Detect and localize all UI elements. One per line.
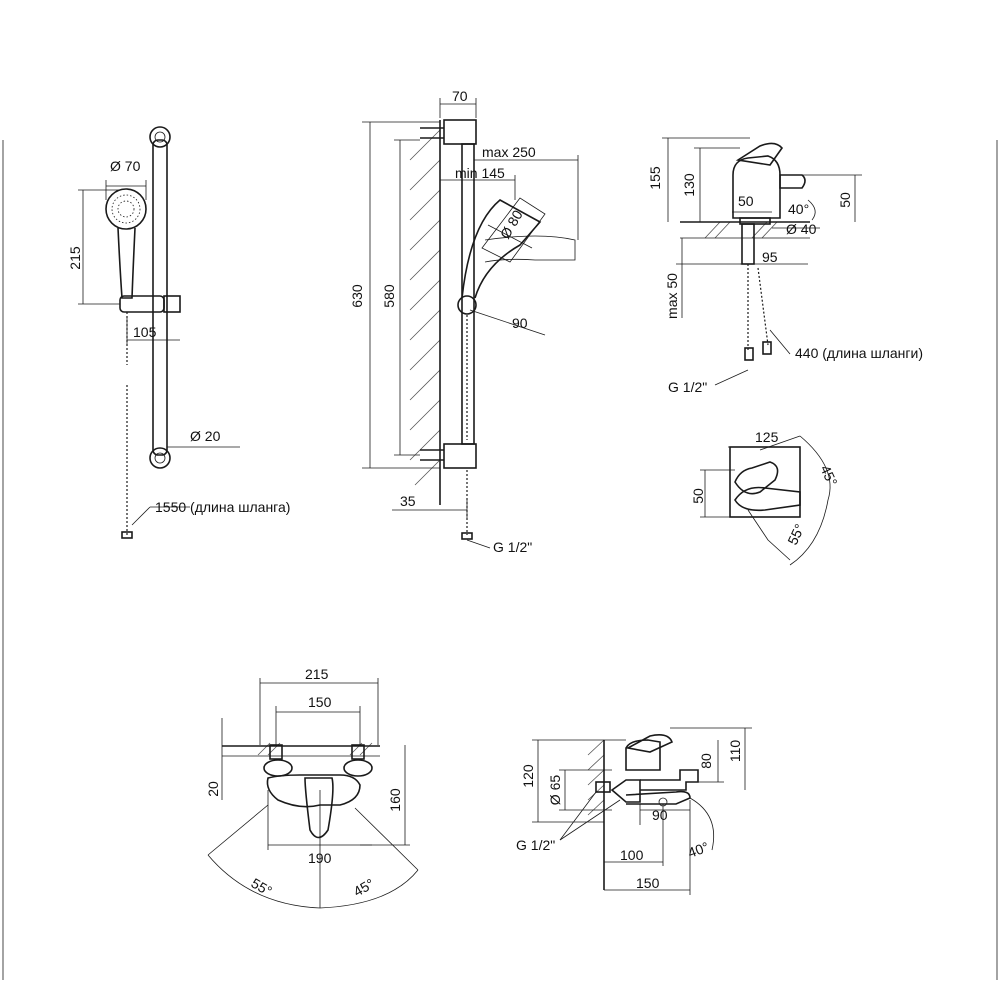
basin-base-height-label: 50 xyxy=(837,192,853,208)
basin-mixer-body xyxy=(732,155,781,219)
top-view-angle-right-label: 45° xyxy=(817,463,840,489)
front-angle-right-label: 45° xyxy=(351,875,377,899)
bath-mixer-side-view xyxy=(532,727,752,895)
right-eccentric xyxy=(343,759,373,777)
left-eccentric xyxy=(263,759,293,777)
shower-head xyxy=(105,188,147,230)
basin-height-label: 155 xyxy=(647,166,663,190)
front-wall-offset-label: 20 xyxy=(205,781,221,797)
basin-spout-reach-label: 50 xyxy=(738,193,754,209)
wall-hatching xyxy=(409,129,441,486)
shower-bar xyxy=(152,139,168,456)
front-body-width-label: 190 xyxy=(308,850,332,866)
side-wall-offset-label: 70 xyxy=(452,88,468,104)
bath-mixer-body xyxy=(625,739,661,771)
wall-mixer-body xyxy=(266,774,361,808)
side-bottom-offset-label: 35 xyxy=(400,493,416,509)
side-max-reach-label: max 250 xyxy=(482,144,536,160)
side-thread-label: G 1/2" xyxy=(493,539,532,555)
handset xyxy=(461,199,542,299)
front-overall-width-label: 215 xyxy=(305,666,329,682)
side-bar-height-label: 580 xyxy=(381,284,397,308)
basin-shank-length-label: max 50 xyxy=(664,273,680,319)
bath-thread-label: G 1/2" xyxy=(516,837,555,853)
bar-bottom-bracket xyxy=(149,447,171,469)
holder-offset-label: 105 xyxy=(133,324,157,340)
basin-thread-label: G 1/2" xyxy=(668,379,707,395)
top-view-lever xyxy=(734,486,801,512)
shower-handle xyxy=(117,227,136,299)
front-height-label: 160 xyxy=(387,788,403,812)
bath-total-reach-label: 150 xyxy=(636,875,660,891)
shower-head-diameter-label: Ø 70 xyxy=(110,158,141,174)
bath-lever-angle-label: 40° xyxy=(686,839,711,861)
bar-top-bracket xyxy=(149,126,171,148)
basin-shank-offset-label: 95 xyxy=(762,249,778,265)
basin-spout xyxy=(779,174,806,189)
handset-max-position xyxy=(484,235,576,263)
basin-mixer-view xyxy=(662,137,862,386)
wall-mixer-front-view xyxy=(207,678,419,909)
basin-top-view xyxy=(700,435,831,566)
basin-spout-height-label: 130 xyxy=(681,173,697,197)
side-min-reach-label: min 145 xyxy=(455,165,505,181)
bath-mixer-lever xyxy=(625,734,674,753)
front-angle-left-label: 55° xyxy=(249,875,275,899)
hose-length-label: 1550 (длина шланга) xyxy=(155,499,290,515)
basin-mixer-lever xyxy=(735,142,784,166)
basin-lever-angle-label: 40° xyxy=(788,201,809,217)
bath-height-total-label: 120 xyxy=(520,764,536,788)
basin-base-diameter-label: Ø 40 xyxy=(786,221,817,237)
front-center-distance-label: 150 xyxy=(308,694,332,710)
bath-body-reach-label: 100 xyxy=(620,847,644,863)
basin-hose-length-label: 440 (длина шланги) xyxy=(795,345,923,361)
bath-spout-reach-label: 90 xyxy=(652,807,668,823)
shower-side-view xyxy=(362,98,579,549)
top-view-width-label: 50 xyxy=(690,488,706,504)
top-view-length-label: 125 xyxy=(755,429,779,445)
handset-holder xyxy=(457,295,477,315)
bath-lever-height-label: 110 xyxy=(727,740,743,763)
wall-mixer-lever xyxy=(304,777,334,839)
bath-body-diameter-label: Ø 65 xyxy=(547,775,563,806)
side-bar xyxy=(461,143,475,445)
bar-diameter-label: Ø 20 xyxy=(190,428,221,444)
top-view-angle-left-label: 55° xyxy=(784,521,807,547)
side-angle-label: 90 xyxy=(512,315,528,331)
shower-head-height-label: 215 xyxy=(67,246,83,270)
bath-spout xyxy=(640,769,699,791)
bath-spout-height-label: 80 xyxy=(698,753,714,769)
shower-set-view xyxy=(78,126,240,539)
side-total-height-label: 630 xyxy=(349,284,365,308)
